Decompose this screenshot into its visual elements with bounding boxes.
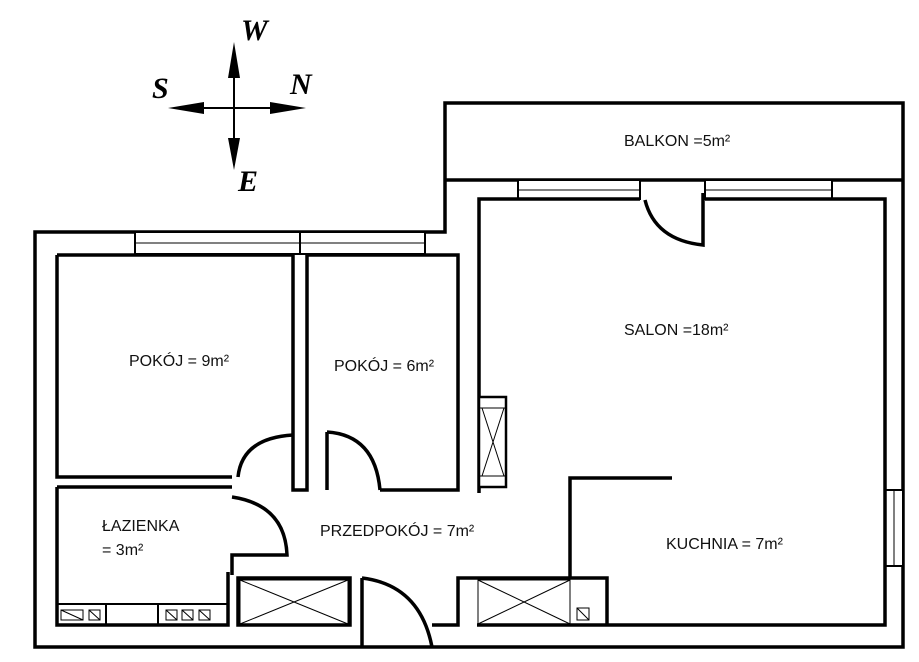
door-pokoj-9[interactable] [236, 433, 294, 478]
compass-east-label: E [238, 165, 259, 198]
room-label-lazienka: ŁAZIENKA [102, 518, 180, 535]
room-pokoj-9-wall [55, 253, 309, 627]
window [134, 179, 904, 567]
salon-wall [477, 197, 887, 627]
compass-west-label: W [241, 14, 268, 47]
room-label-salon: SALON =18m² [624, 322, 729, 339]
balcony-door[interactable] [643, 193, 705, 247]
room-pokoj-6-wall [307, 253, 460, 492]
room-label-pokoj-6: POKÓJ = 6m² [334, 358, 435, 375]
room-label-pokoj-9: POKÓJ = 9m² [129, 353, 230, 370]
compass-north-label: N [290, 68, 312, 101]
cabinet [57, 579, 590, 625]
compass-south-label: S [152, 72, 169, 105]
outer-wall [33, 101, 905, 649]
room-label-lazienka-area: = 3m² [102, 542, 144, 559]
room-label-kuchnia: KUCHNIA = 7m² [666, 536, 783, 553]
room-label-przedpokoj: PRZEDPOKÓJ = 7m² [320, 523, 475, 540]
room-label-balkon: BALKON =5m² [624, 133, 731, 150]
entrance-door[interactable] [361, 576, 434, 648]
compass-icon [168, 42, 306, 170]
hall-wall [236, 476, 672, 647]
door-lazienka[interactable] [230, 495, 289, 575]
door-pokoj-6[interactable] [326, 430, 382, 491]
